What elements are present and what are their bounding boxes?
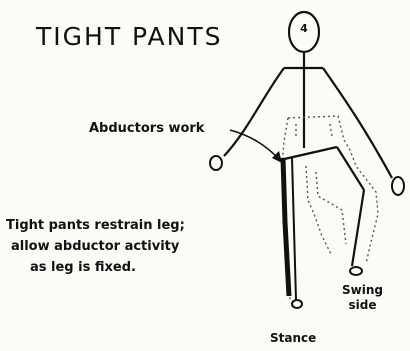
explanation-note: Tight pants restrain leg; allow abductor… [6,215,185,278]
stance-leg-inner [292,158,296,300]
swing-label-line: Swing [342,283,383,298]
swing-thigh [337,147,364,190]
head-mark: 4 [296,22,312,35]
stance-leg [283,158,289,296]
abductors-arrow [230,130,278,158]
swing-foot [350,267,362,275]
diagram-title: TIGHT PANTS [36,22,222,51]
pants-outline [282,116,378,300]
swing-label-line: side [342,298,383,313]
note-line: allow abductor activity [6,236,185,257]
stance-foot [292,300,302,308]
figure-left-hand [210,156,222,170]
note-line: Tight pants restrain leg; [6,215,185,236]
swing-side-label: Swing side [342,283,383,313]
note-line: as leg is fixed. [6,257,185,278]
figure-pelvis [280,147,337,160]
figure-right-hand [392,177,404,195]
abductors-label: Abductors work [89,121,204,136]
stance-label: Stance [270,331,316,345]
figure-right-arm [323,68,392,178]
swing-shin [352,190,364,266]
figure-left-arm [224,68,284,156]
